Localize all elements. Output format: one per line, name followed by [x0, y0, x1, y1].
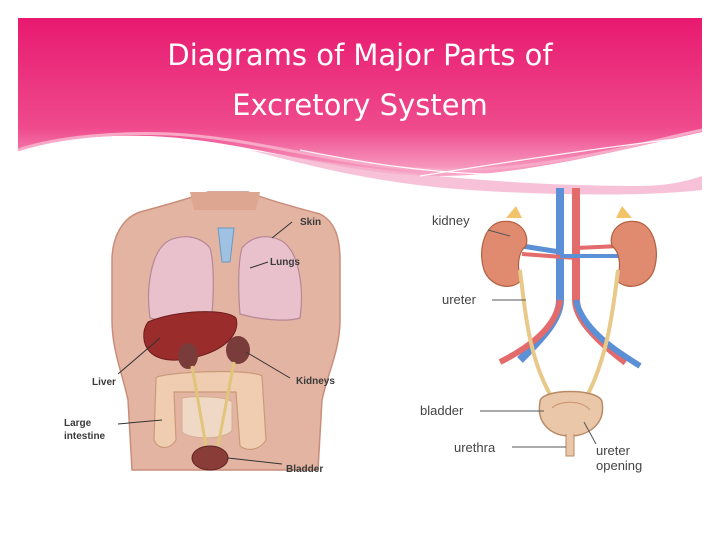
label-ureter-opening-line1: ureter [596, 443, 630, 458]
label-large-intestine-line1: Large [64, 418, 92, 429]
label-skin: Skin [300, 217, 322, 228]
label-large-intestine-line2: intestine [64, 431, 106, 442]
right-lung [238, 236, 302, 321]
liver [143, 311, 238, 361]
header-banner [17, 18, 703, 195]
label-kidney: kidney [432, 213, 470, 228]
ureter-left-1 [190, 365, 208, 447]
label-bladder-2: bladder [420, 403, 464, 418]
ureter-left-2 [518, 269, 554, 400]
urethra-2 [565, 434, 575, 457]
trachea [217, 227, 235, 263]
label-urethra: urethra [454, 440, 496, 455]
label-kidneys: Kidneys [296, 376, 335, 387]
label-ureter: ureter [442, 292, 476, 307]
label-liver: Liver [92, 377, 116, 388]
large-intestine [153, 370, 267, 450]
label-lungs: Lungs [270, 257, 300, 268]
ureter-right-1 [216, 361, 236, 447]
ureter-right-2 [584, 269, 620, 399]
neck [190, 192, 260, 210]
label-bladder-1: Bladder [286, 464, 324, 475]
title-line-2: Excretory System [232, 88, 488, 122]
label-ureter-opening-line2: opening [596, 458, 643, 473]
right-kidney-1 [226, 336, 250, 364]
left-kidney-1 [178, 343, 198, 369]
slide-title: Diagrams of Major Parts of Excretory Sys… [60, 30, 660, 130]
bladder-2 [538, 390, 604, 437]
title-line-1: Diagrams of Major Parts of [167, 38, 553, 72]
